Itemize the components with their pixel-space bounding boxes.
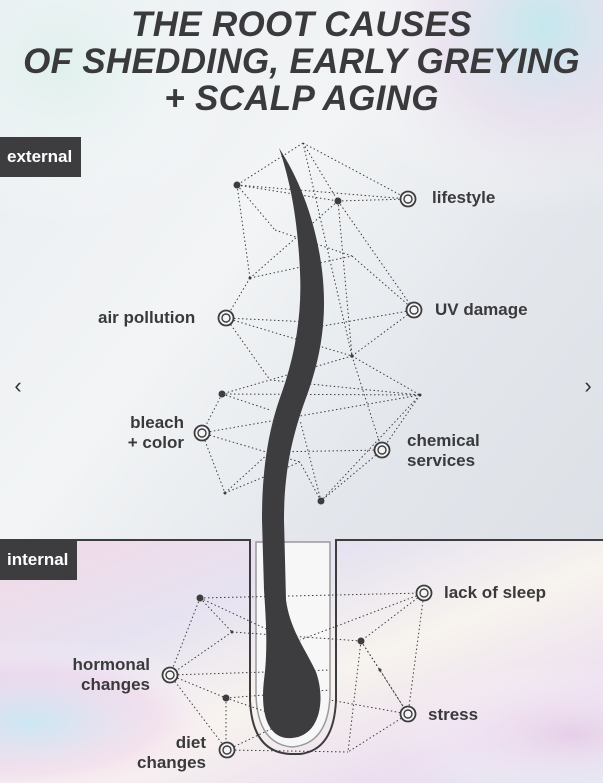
internal-section-tag: internal xyxy=(0,540,78,580)
factor-diet-line-2: changes xyxy=(137,753,206,772)
factor-stress: stress xyxy=(428,705,479,724)
double-ring-icon xyxy=(218,741,236,759)
title-line-2: OF SHEDDING, EARLY GREYING xyxy=(23,42,580,81)
double-ring-icon xyxy=(373,441,391,459)
factor-hormonal-changes: hormonal changes xyxy=(54,655,150,695)
double-ring-icon xyxy=(161,666,179,684)
factor-hormonal-line-2: changes xyxy=(81,675,150,694)
double-ring-icon xyxy=(399,705,417,723)
hair-strand xyxy=(262,148,325,739)
factor-chemical-line-1: chemical xyxy=(407,431,480,450)
factor-air-pollution: air pollution xyxy=(98,308,196,327)
factor-diet-changes: diet changes xyxy=(110,733,206,773)
double-ring-icon xyxy=(405,301,423,319)
double-ring-icon xyxy=(415,584,433,602)
title-line-1: THE ROOT CAUSES xyxy=(131,5,472,44)
factor-bleach-line-1: bleach xyxy=(130,413,184,432)
network-nodes xyxy=(196,181,422,702)
scalp-line xyxy=(0,539,603,755)
double-ring-icon xyxy=(217,309,235,327)
factor-uv-damage: UV damage xyxy=(435,300,528,319)
double-ring-icon xyxy=(399,190,417,208)
factor-bleach-color: bleach + color xyxy=(104,413,184,453)
factor-chemical-line-2: services xyxy=(407,451,476,470)
factor-diet-line-1: diet xyxy=(175,733,206,752)
external-section-tag: external xyxy=(0,137,82,177)
title-line-3: + SCALP AGING xyxy=(164,79,439,118)
chevron-right-icon: › xyxy=(584,373,592,398)
double-ring-icon xyxy=(193,424,211,442)
previous-button[interactable]: ‹ xyxy=(8,372,28,400)
factor-hormonal-line-1: hormonal xyxy=(72,655,150,674)
factor-chemical-services: chemical services xyxy=(407,431,480,471)
page-title: THE ROOT CAUSES OF SHEDDING, EARLY GREYI… xyxy=(0,6,603,117)
next-button[interactable]: › xyxy=(578,372,598,400)
factor-lifestyle: lifestyle xyxy=(432,188,496,207)
factor-markers xyxy=(161,190,433,759)
factor-lack-of-sleep: lack of sleep xyxy=(444,583,547,602)
factor-bleach-line-2: + color xyxy=(127,433,184,452)
chevron-left-icon: ‹ xyxy=(14,373,22,398)
